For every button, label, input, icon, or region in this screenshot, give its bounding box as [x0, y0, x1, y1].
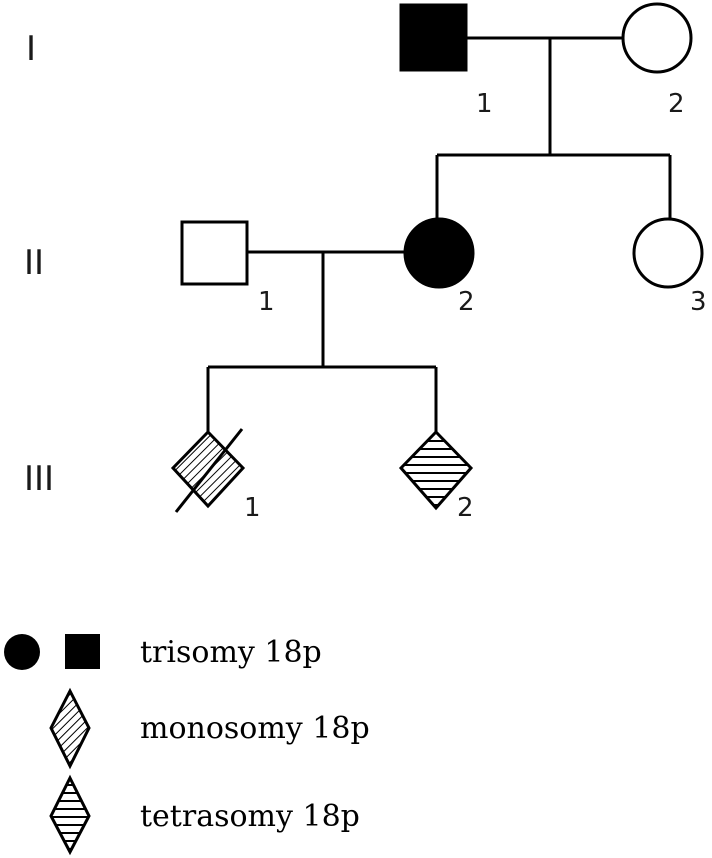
- legend-tetrasomy-diamond-icon: [49, 774, 91, 856]
- individual-ii1-number: 1: [258, 287, 275, 317]
- generation-label-2: II: [24, 243, 44, 283]
- generation-label-1: I: [26, 29, 36, 69]
- legend-monosomy-diamond-icon: [49, 687, 91, 770]
- individual-iii1-deceased-slash: [174, 428, 244, 513]
- individual-ii2-affected-female-symbol: [403, 217, 475, 289]
- individual-iii2-tetrasomy-diamond-symbol: [398, 429, 474, 511]
- legend-trisomy-label: trisomy 18p: [140, 635, 322, 670]
- individual-i2-female-symbol: [621, 2, 693, 74]
- individual-ii1-male-symbol: [180, 220, 249, 286]
- individual-iii2-number: 2: [457, 493, 474, 523]
- individual-i2-number: 2: [668, 89, 685, 119]
- generation-label-3: III: [24, 459, 54, 499]
- legend-monosomy-label: monosomy 18p: [140, 711, 370, 746]
- legend-trisomy-circle-icon: [4, 634, 40, 670]
- individual-ii3-female-symbol: [632, 217, 704, 289]
- legend-trisomy-square-icon: [65, 634, 100, 669]
- individual-ii2-number: 2: [458, 287, 475, 317]
- legend-tetrasomy-label: tetrasomy 18p: [140, 799, 360, 834]
- individual-i1-affected-male-symbol: [399, 3, 468, 72]
- individual-iii1-number: 1: [244, 493, 261, 523]
- individual-ii3-number: 3: [690, 287, 707, 317]
- individual-i1-number: 1: [476, 89, 493, 119]
